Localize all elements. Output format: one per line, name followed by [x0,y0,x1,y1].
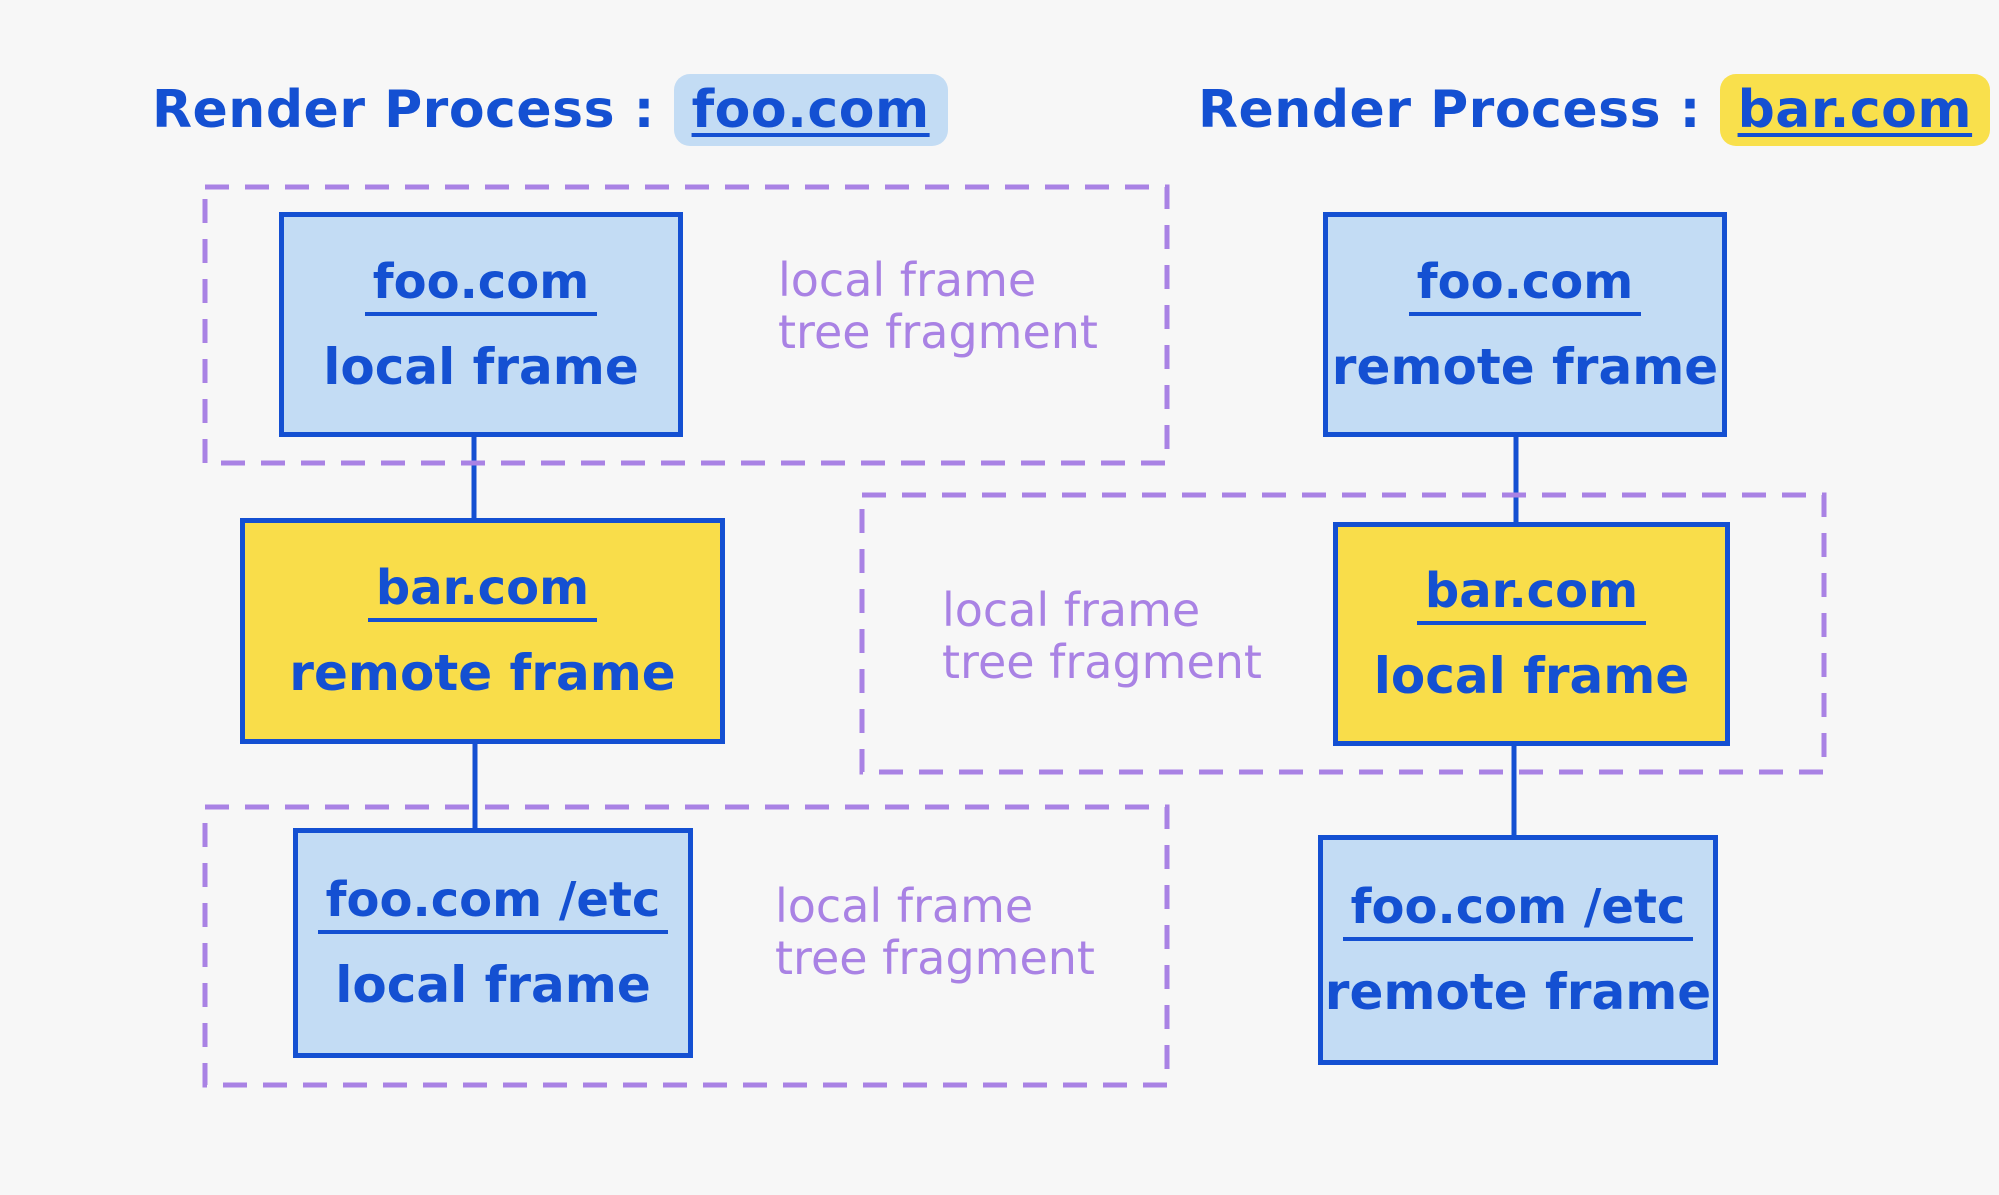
fragment-label-line1: local frame [775,879,1034,933]
frame-kind: remote frame [1324,963,1712,1021]
frame-kind: remote frame [289,644,676,702]
fragment-label-left-bottom: local frame tree fragment [775,880,1095,984]
right-process-site: bar.com [1719,74,1991,146]
right-frame-bar-local: bar.com local frame [1333,522,1730,746]
frame-origin: foo.com [1408,254,1642,316]
frame-kind: local frame [1373,647,1690,705]
right-process-title: Render Process : bar.com [1198,74,1991,146]
fragment-label-left-top: local frame tree fragment [778,254,1098,358]
frame-origin: bar.com [367,560,598,622]
fragment-outline-left-bottom [202,804,1170,1088]
right-frame-foo-remote: foo.com remote frame [1323,212,1727,437]
left-frame-foo-local: foo.com local frame [279,212,683,437]
fragment-label-line2: tree fragment [778,305,1098,359]
frame-kind: local frame [335,956,651,1014]
fragment-outline-right-middle [859,492,1827,775]
left-process-title-prefix: Render Process : [152,80,655,140]
fragment-label-line1: local frame [778,253,1037,307]
left-frame-foo-etc-local: foo.com /etc local frame [293,828,693,1058]
left-process-title: Render Process : foo.com [152,74,948,146]
frame-kind: local frame [323,337,639,396]
fragment-label-right-middle: local frame tree fragment [942,584,1262,688]
fragment-label-line2: tree fragment [942,635,1262,689]
frame-kind: remote frame [1331,337,1719,396]
fragment-outline-left-top [202,184,1170,466]
left-process-site: foo.com [673,74,948,146]
frame-origin: foo.com /etc [317,872,669,934]
fragment-label-line2: tree fragment [775,931,1095,985]
frame-origin: bar.com [1416,563,1647,625]
frame-origin: foo.com [364,254,598,316]
fragment-label-line1: local frame [942,583,1201,637]
left-frame-bar-remote: bar.com remote frame [240,518,725,744]
right-process-title-prefix: Render Process : [1198,80,1701,140]
frame-origin: foo.com /etc [1342,879,1694,941]
right-frame-foo-etc-remote: foo.com /etc remote frame [1318,835,1718,1065]
